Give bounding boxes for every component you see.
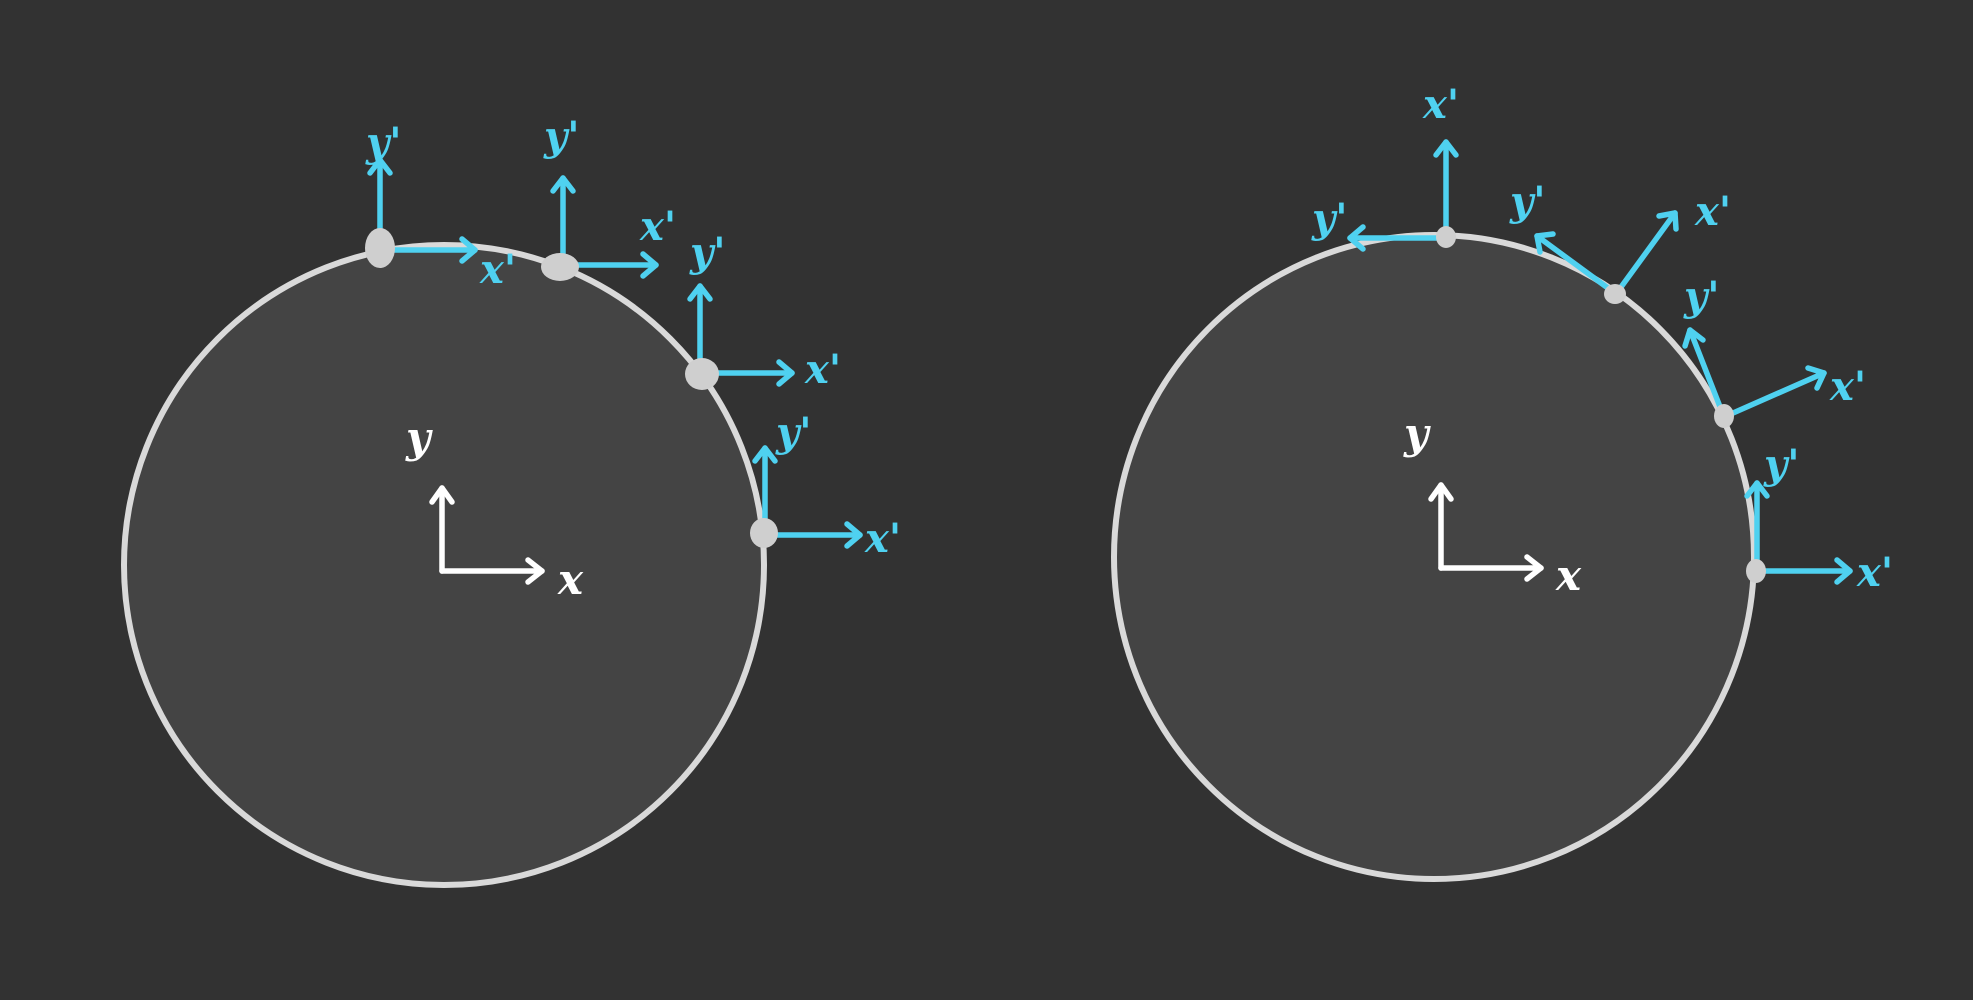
right-world-x-arrowhead — [1524, 554, 1544, 582]
right-point-3-y-axis — [1687, 327, 1727, 420]
left-point-2-y-arrowhead — [550, 175, 576, 194]
left-point-2-marker — [541, 253, 579, 281]
right-point-4-y-label: y' — [1763, 441, 1800, 488]
right-point-2-y-axis — [1534, 233, 1619, 297]
right-point-1-x-label: x' — [1422, 81, 1459, 128]
left-world-x-arrowhead — [525, 557, 545, 585]
left-point-2-x-arrowhead — [640, 251, 659, 279]
right-world-y-arrowhead — [1428, 482, 1454, 502]
right-point-2-x-label: x' — [1694, 188, 1731, 235]
left-point-4-marker — [750, 518, 778, 548]
right-point-4-x-arrowhead — [1834, 557, 1853, 585]
left-point-1-frame: x' y' — [365, 119, 516, 293]
left-world-y-label: y — [405, 413, 433, 462]
left-point-4-y-arrowhead — [752, 445, 778, 464]
right-point-3-marker — [1714, 404, 1734, 428]
right-point-3-y-label: y' — [1683, 273, 1720, 320]
right-point-4-marker — [1746, 559, 1766, 583]
right-disc — [1111, 232, 1757, 882]
left-point-1-y-label: y' — [365, 119, 402, 166]
left-point-2-frame: x' y' — [541, 113, 676, 281]
left-point-3-x-label: x' — [804, 346, 841, 393]
right-point-4-y-arrowhead — [1744, 480, 1770, 499]
left-point-3-frame: x' y' — [685, 229, 841, 393]
right-point-1-marker — [1436, 226, 1456, 248]
left-point-3-y-label: y' — [689, 229, 726, 276]
right-point-4-x-label: x' — [1856, 549, 1893, 596]
right-point-2-frame: x' y' — [1509, 178, 1731, 304]
right-point-2-x-arrowhead — [1656, 210, 1679, 232]
right-world-x-label: x — [1555, 551, 1582, 600]
right-point-1-x-arrowhead — [1433, 139, 1459, 158]
right-world-y-label: y — [1403, 409, 1431, 458]
left-point-4-x-label: x' — [864, 515, 901, 562]
left-point-4-x-arrowhead — [844, 521, 863, 549]
left-point-4-frame: x' y' — [750, 409, 901, 562]
left-point-2-x-label: x' — [639, 203, 676, 250]
right-point-3-y-arrowhead — [1682, 327, 1706, 349]
right-point-3-x-axis — [1721, 370, 1827, 420]
right-point-2-y-arrowhead — [1534, 231, 1556, 255]
left-point-1-x-label: x' — [479, 246, 516, 293]
right-point-1-frame: x' y' — [1311, 81, 1459, 252]
left-panel: x y x' y' x' y' — [121, 113, 901, 888]
left-point-1-y-arrowhead — [367, 157, 393, 176]
right-point-2-marker — [1604, 284, 1626, 304]
right-point-1-y-label: y' — [1311, 195, 1348, 242]
left-world-y-arrowhead — [429, 485, 455, 505]
left-world-x-label: x — [557, 555, 584, 604]
right-point-1-y-arrowhead — [1347, 224, 1366, 252]
right-world-frame: x y — [1403, 409, 1582, 600]
right-point-3-x-label: x' — [1829, 363, 1866, 410]
left-point-3-marker — [685, 358, 719, 390]
left-world-frame: x y — [405, 413, 584, 604]
left-point-1-x-arrowhead — [459, 236, 478, 264]
right-panel: x y x' y' x' y' — [1111, 81, 1893, 882]
left-point-1-marker — [365, 228, 395, 268]
left-point-3-x-arrowhead — [776, 359, 795, 387]
right-point-2-x-axis — [1613, 210, 1678, 297]
left-point-2-y-label: y' — [543, 113, 580, 160]
left-point-3-y-arrowhead — [687, 283, 713, 302]
right-point-2-y-label: y' — [1509, 178, 1546, 225]
right-point-3-frame: x' y' — [1682, 273, 1866, 428]
right-point-4-frame: x' y' — [1744, 441, 1893, 596]
left-point-4-y-label: y' — [775, 409, 812, 456]
right-point-3-x-arrowhead — [1805, 365, 1827, 391]
